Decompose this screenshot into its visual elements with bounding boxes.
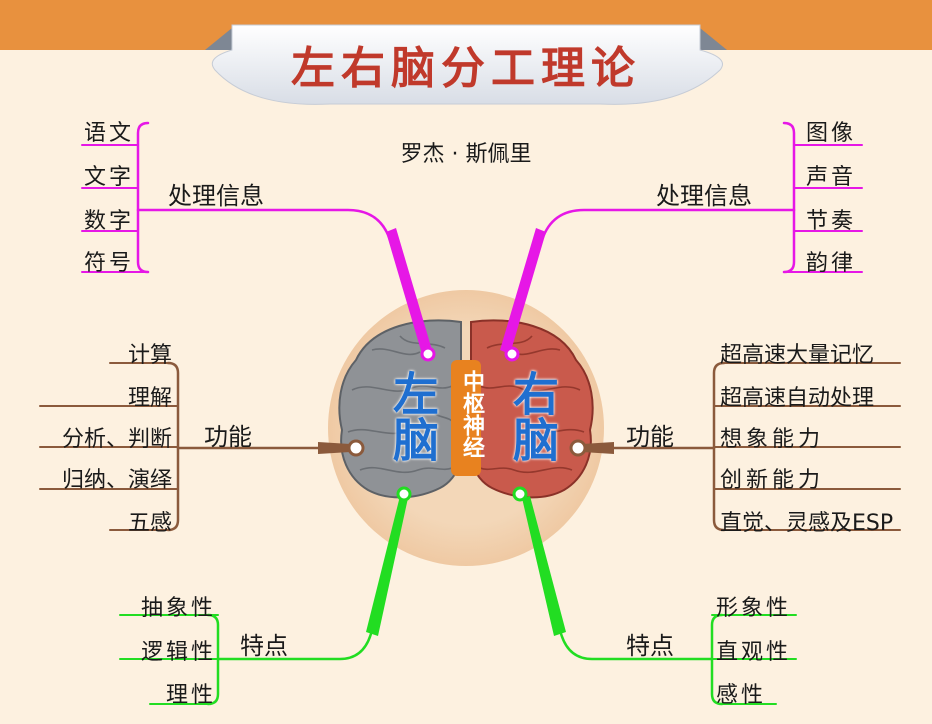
banner-fold-right bbox=[700, 28, 727, 50]
left-process-item: 符号 bbox=[84, 251, 135, 276]
left-trait-header: 特点 bbox=[240, 632, 288, 660]
left-trait-connector bbox=[216, 628, 374, 661]
left-trait-wedge bbox=[366, 496, 408, 636]
left-function-item: 计算 bbox=[127, 343, 172, 368]
right-process-item: 韵律 bbox=[806, 251, 857, 276]
right-process-header: 处理信息 bbox=[656, 182, 752, 210]
right-trait-item: 感性 bbox=[716, 683, 767, 708]
left-brain-shape bbox=[338, 319, 462, 499]
right-brain-folds bbox=[479, 335, 585, 474]
right-function-item: 想象能力 bbox=[720, 427, 825, 452]
left-process-item: 数字 bbox=[84, 209, 135, 234]
right-process-wedge bbox=[500, 228, 546, 354]
right-trait-node bbox=[512, 486, 528, 502]
right-process-item: 声音 bbox=[806, 165, 857, 190]
page-title: 左右脑分工理论 bbox=[291, 43, 641, 94]
banner-fold-left bbox=[205, 28, 232, 50]
right-trait-item: 直观性 bbox=[716, 640, 792, 665]
left-function-header: 功能 bbox=[204, 423, 252, 451]
author-label: 罗杰 · 斯佩里 bbox=[400, 142, 532, 167]
right-trait-wedge bbox=[522, 496, 566, 636]
right-function-item: 超高速大量记忆 bbox=[720, 343, 875, 368]
central-nerve-label: 中枢神经 bbox=[459, 370, 484, 458]
branch-lines bbox=[39, 121, 901, 706]
right-process-node bbox=[504, 346, 520, 362]
right-function-node bbox=[569, 439, 587, 457]
left-trait-item: 理性 bbox=[165, 683, 216, 708]
left-process-header: 处理信息 bbox=[168, 182, 264, 210]
left-function-item: 五感 bbox=[127, 511, 172, 536]
right-trait-item: 形象性 bbox=[716, 596, 792, 621]
right-function-wedge bbox=[582, 442, 614, 454]
right-function-item: 超高速自动处理 bbox=[720, 386, 875, 411]
left-process-item: 文字 bbox=[84, 165, 135, 190]
left-process-bracket bbox=[136, 121, 150, 274]
right-function-item: 创新能力 bbox=[720, 468, 825, 493]
right-process-connector bbox=[540, 208, 796, 242]
left-trait-item: 抽象性 bbox=[140, 596, 216, 621]
right-trait-header: 特点 bbox=[626, 632, 674, 660]
right-trait-connector bbox=[558, 628, 714, 661]
right-process-item: 图像 bbox=[806, 121, 857, 146]
left-function-item: 归纳、演绎 bbox=[61, 468, 172, 493]
left-process-connector bbox=[136, 208, 392, 242]
title-ribbon bbox=[211, 24, 723, 105]
right-process-item: 节奏 bbox=[806, 209, 857, 234]
left-process-item: 语文 bbox=[84, 121, 135, 146]
left-trait-node bbox=[396, 486, 412, 502]
left-brain-label: 左脑 bbox=[386, 370, 440, 462]
right-function-item: 直觉、灵感及ESP bbox=[720, 511, 894, 536]
left-function-wedge bbox=[318, 442, 350, 454]
left-process-node bbox=[420, 346, 436, 362]
right-brain-label: 右脑 bbox=[506, 370, 560, 462]
right-brain-shape bbox=[470, 319, 594, 499]
left-trait-item: 逻辑性 bbox=[140, 640, 216, 665]
left-process-wedge bbox=[386, 228, 432, 354]
left-function-item: 分析、判断 bbox=[61, 427, 172, 452]
left-function-node bbox=[347, 439, 365, 457]
right-function-header: 功能 bbox=[626, 423, 674, 451]
left-function-item: 理解 bbox=[127, 386, 172, 411]
central-nerve-bar bbox=[451, 360, 481, 476]
right-process-bracket bbox=[782, 121, 796, 274]
